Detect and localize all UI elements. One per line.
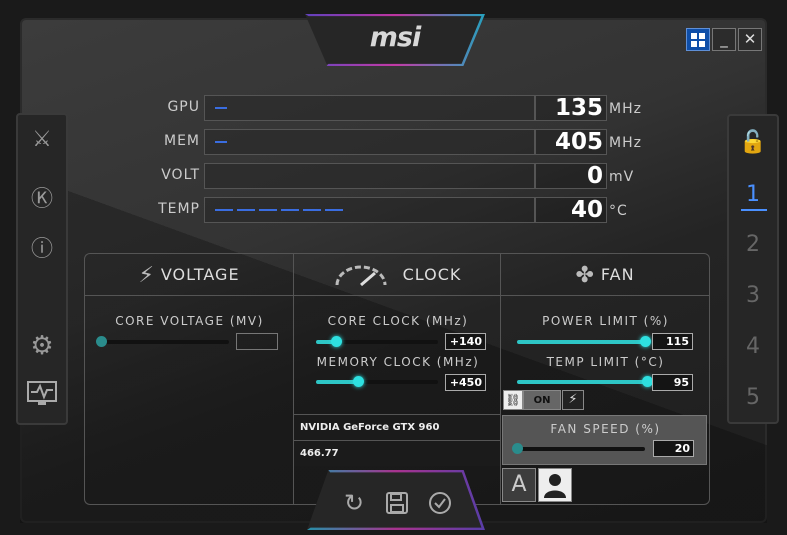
profile-3[interactable]: 3 <box>746 283 760 308</box>
info-icon[interactable]: ⓘ <box>30 237 53 262</box>
temp-limit-label: TEMP LIMIT (°C) <box>546 355 665 369</box>
core-voltage-slider-knob[interactable] <box>96 336 107 347</box>
kombustor-icon[interactable]: Ⓚ <box>30 187 53 212</box>
voltage-title: VOLTAGE <box>160 265 240 284</box>
reset-icon[interactable]: ↻ <box>343 489 365 517</box>
link-icon[interactable]: ⛓ <box>503 390 523 410</box>
fan-icon: ✤ <box>575 262 595 288</box>
volt-label: VOLT <box>161 167 200 183</box>
gpu-name: NVIDIA GeForce GTX 960 <box>294 414 500 440</box>
memory-clock-slider-track[interactable] <box>316 380 438 384</box>
monitor-icon[interactable] <box>18 381 66 413</box>
profile-1[interactable]: 1 <box>746 182 760 207</box>
core-clock-label: CORE CLOCK (MHz) <box>327 314 469 328</box>
gpu-label: GPU <box>167 99 200 115</box>
memory-clock-label: MEMORY CLOCK (MHz) <box>316 355 480 369</box>
power-limit-value[interactable]: 115 <box>652 333 693 350</box>
mem-value: 405 <box>535 129 607 155</box>
temp-label: TEMP <box>158 201 200 217</box>
right-sidebar: 🔓 1 2 3 4 5 <box>727 114 779 424</box>
fan-header: ✤ FAN <box>501 254 709 296</box>
voltage-header: ⚡ VOLTAGE <box>85 254 293 296</box>
temp-limit-value[interactable]: 95 <box>652 374 693 391</box>
mem-label: MEM <box>163 133 200 149</box>
fan-speed-panel: FAN SPEED (%) 20 <box>502 415 707 465</box>
clock-section: CLOCK CORE CLOCK (MHz) +140 MEMORY CLOCK… <box>293 253 501 505</box>
driver-version: 466.77 <box>294 440 500 466</box>
speedometer-icon <box>333 263 397 288</box>
temp-value: 40 <box>535 197 607 223</box>
temp-unit: °C <box>609 203 628 219</box>
logo-tab <box>305 14 485 64</box>
gpu-unit: MHz <box>609 101 642 117</box>
gpu-track <box>204 95 535 121</box>
volt-unit: mV <box>609 169 635 185</box>
save-icon[interactable] <box>382 488 412 518</box>
fan-speed-label: FAN SPEED (%) <box>550 422 661 436</box>
msi-logo: msi <box>369 22 421 53</box>
fan-speed-slider-track[interactable] <box>515 447 645 451</box>
close-button[interactable]: ✕ <box>738 28 762 51</box>
lock-icon[interactable]: 🔓 <box>739 130 767 155</box>
mem-fill <box>215 141 227 143</box>
fan-speed-slider-knob[interactable] <box>512 443 523 454</box>
power-limit-label: POWER LIMIT (%) <box>542 314 669 328</box>
fan-title: FAN <box>600 265 635 284</box>
oc-scanner-icon[interactable]: ⚔ <box>32 127 52 152</box>
memory-clock-value[interactable]: +450 <box>445 374 486 391</box>
clock-title: CLOCK <box>402 265 462 284</box>
active-profile-underline <box>741 209 767 211</box>
fan-user-button[interactable] <box>538 468 572 502</box>
power-limit-slider-knob[interactable] <box>640 336 651 347</box>
window-controls: _ ✕ <box>686 28 762 51</box>
power-limit-slider-fill <box>517 340 645 344</box>
core-clock-value[interactable]: +140 <box>445 333 486 350</box>
gpu-fill <box>215 107 227 109</box>
left-sidebar: ⚔ Ⓚ ⓘ ⚙ <box>16 113 68 425</box>
fan-section: ✤ FAN POWER LIMIT (%) 115 TEMP LIMIT (°C)… <box>501 253 710 505</box>
core-voltage-label: CORE VOLTAGE (MV) <box>115 314 264 328</box>
profile-2[interactable]: 2 <box>746 232 760 257</box>
core-clock-slider-fill <box>316 340 336 344</box>
bolt-icon[interactable]: ⚡ <box>562 390 584 410</box>
volt-track <box>204 163 535 189</box>
temp-track <box>204 197 535 223</box>
profile-4[interactable]: 4 <box>746 334 760 359</box>
profile-5[interactable]: 5 <box>746 385 760 410</box>
fan-speed-value[interactable]: 20 <box>653 440 694 457</box>
memory-clock-slider-knob[interactable] <box>353 376 364 387</box>
core-clock-slider-knob[interactable] <box>331 336 342 347</box>
memory-clock-slider-fill <box>316 380 358 384</box>
lightning-icon: ⚡ <box>138 262 155 288</box>
clock-header: CLOCK <box>294 254 500 296</box>
gpu-value: 135 <box>535 95 607 121</box>
fan-auto-button[interactable]: A <box>502 468 536 502</box>
volt-value: 0 <box>535 163 607 189</box>
core-voltage-slider-track[interactable] <box>99 340 229 344</box>
temp-limit-slider-knob[interactable] <box>642 376 653 387</box>
settings-icon[interactable]: ⚙ <box>30 331 54 361</box>
temp-limit-slider-fill <box>517 380 647 384</box>
windows-icon[interactable] <box>686 28 710 51</box>
minimize-button[interactable]: _ <box>712 28 736 51</box>
apply-icon[interactable] <box>425 488 455 518</box>
voltage-section: ⚡ VOLTAGE CORE VOLTAGE (MV) <box>84 253 293 505</box>
mem-track <box>204 129 535 155</box>
core-voltage-input[interactable] <box>236 333 278 350</box>
fan-link-toggle[interactable]: ON <box>523 390 561 410</box>
temp-fill <box>215 209 347 211</box>
mem-unit: MHz <box>609 135 642 151</box>
core-clock-slider-track[interactable] <box>316 340 438 344</box>
